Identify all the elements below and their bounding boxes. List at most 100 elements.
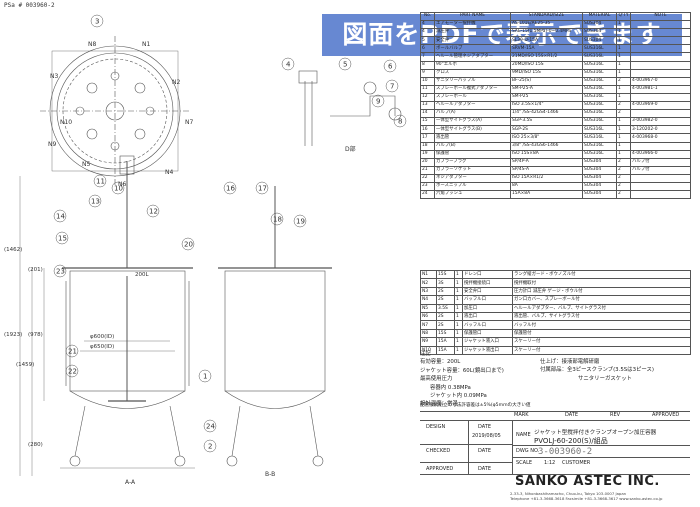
callout-bubble: [65, 364, 79, 378]
parts-cell: 8A: [510, 181, 583, 192]
nozzle-label: N7: [185, 119, 193, 126]
callout-number: 17: [258, 185, 267, 193]
note-right-line: 仕上げ：接液部電解研磨: [540, 359, 600, 365]
callout-bubble: [53, 209, 67, 223]
parts-cell: 10: [420, 76, 435, 86]
design-date-label: DATE: [478, 424, 492, 430]
checked-date-label: DATE: [478, 448, 492, 454]
parts-cell: 1: [616, 60, 631, 70]
parts-cell: バルブ付: [630, 165, 691, 175]
parts-cell: 4-003968-0: [630, 133, 691, 143]
parts-cell: SUS316L: [582, 92, 617, 103]
parts-cell: 7: [420, 52, 435, 62]
callout-number: 7: [390, 83, 394, 91]
parts-cell: [630, 68, 691, 78]
parts-cell: 1: [616, 141, 631, 151]
parts-cell: バルブ(A): [434, 109, 511, 119]
note-line: ジャケット内 0.09MPa: [430, 393, 487, 400]
parts-cell: 15: [420, 117, 435, 127]
nozzle-label: N9: [48, 141, 56, 148]
parts-cell: 16: [420, 125, 435, 135]
nozzle-cell: 3.5S: [436, 303, 455, 313]
dimension-label: φ650(ID): [90, 344, 114, 350]
parts-cell: BF-25(S): [510, 76, 583, 86]
checked-label: CHECKED: [426, 448, 451, 454]
parts-header-cell: MATERIAL: [582, 11, 617, 22]
parts-cell: SUS316L: [582, 149, 617, 159]
parts-cell: ISO 25×3/8": [510, 133, 583, 143]
parts-cell: 14: [420, 109, 435, 119]
parts-header-cell: No.: [420, 11, 435, 22]
parts-cell: 2: [616, 190, 631, 200]
callout-bubble: [270, 212, 284, 226]
parts-cell: 6: [420, 44, 435, 54]
parts-cell: 一体型サイトグラス(A): [434, 117, 511, 127]
callout-bubble: [88, 194, 102, 208]
parts-cell: SP/4P-A: [510, 157, 583, 167]
parts-cell: 1: [616, 68, 631, 78]
callout-number: 12: [149, 208, 158, 216]
dimension-label: (201): [28, 267, 43, 273]
callout-number: 20: [184, 241, 193, 249]
parts-cell: SUS316L: [582, 117, 617, 127]
nozzle-cell: 15S: [436, 328, 455, 339]
design-date: 2019/08/05: [472, 433, 501, 439]
nozzle-cell: N6: [420, 311, 437, 322]
parts-cell: [630, 60, 691, 70]
parts-cell: カプラーソケット: [434, 165, 511, 175]
parts-header-cell: PART NAME: [434, 11, 511, 22]
nozzle-label: N3: [50, 73, 58, 80]
nozzle-label: N6: [118, 181, 126, 188]
parts-cell: SM-P25-A: [510, 84, 583, 94]
parts-cell: 安全弁: [434, 36, 511, 46]
parts-cell: 1: [616, 133, 631, 143]
file-number: PSa # 003960-2: [4, 2, 55, 9]
callout-bubble: [53, 264, 67, 278]
parts-cell: SGP-3.5S: [510, 117, 583, 127]
note-line: 設計温度：常温: [420, 401, 458, 408]
parts-header-cell: NOTE: [630, 11, 691, 22]
parts-cell: 13: [420, 101, 435, 111]
parts-cell: SUS304: [582, 20, 617, 30]
parts-cell: 9MD/ISO 15S: [510, 68, 583, 78]
parts-cell: SM-P25: [510, 92, 583, 103]
parts-cell: 8: [420, 60, 435, 70]
parts-cell: SUS316L: [582, 76, 617, 86]
parts-cell: 21: [420, 165, 435, 175]
nozzle-cell: N4: [420, 295, 437, 305]
nozzle-cell: 15S: [436, 269, 455, 280]
parts-cell: 六角ブッシュ: [434, 190, 511, 200]
parts-cell: 12: [420, 92, 435, 103]
nozzle-cell: 1: [454, 278, 463, 288]
parts-cell: SUS316L: [582, 60, 617, 70]
drawing-name-jp: ジャケット型撹拌付きクランプオープン加圧容器: [534, 430, 657, 436]
callout-bubble: [55, 231, 69, 245]
nozzle-cell: N2: [420, 278, 437, 288]
parts-cell: 90°エルボ: [434, 60, 511, 70]
note-right-line: サニタリーガスケット: [578, 375, 632, 382]
parts-cell: SUS316L: [582, 101, 617, 111]
title-block: 配管接続組立の寸法許容差は±5%(φ5mmの大きい値 MARK DATE REV…: [420, 402, 690, 492]
parts-cell: [630, 36, 691, 46]
callout-bubble: [281, 57, 295, 71]
parts-cell: 2: [616, 157, 631, 167]
parts-cell: SUS304: [582, 173, 617, 183]
dimension-label: (978): [28, 332, 43, 338]
nozzle-label: N10: [60, 119, 72, 126]
nozzle-cell: 1: [454, 311, 463, 322]
callout-bubble: [385, 79, 399, 93]
callout-number: 4: [286, 61, 291, 69]
nozzle-cell: N5: [420, 303, 437, 313]
section-label-a: A-A: [125, 479, 136, 486]
scale-label: SCALE: [516, 460, 533, 466]
